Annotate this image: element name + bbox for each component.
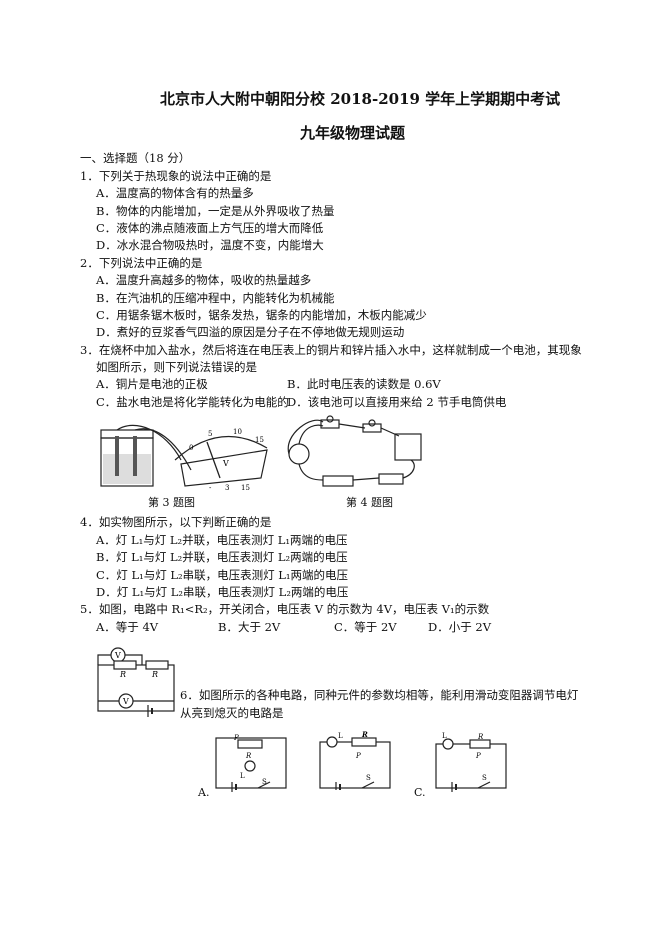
q6-circuit-b: L R P S (319, 730, 391, 790)
circuit-a-r-label: R (245, 752, 252, 760)
lamp-l1-base (320, 419, 340, 429)
circuit-c-switch-label: S (482, 774, 487, 782)
q5-r1-label: R (119, 670, 126, 679)
circuit-a-frame (215, 737, 287, 789)
copper-plate (115, 436, 119, 476)
figure-3-diagram: 0 5 10 15 V - 3 15 (100, 424, 268, 492)
lamp-l1-icon (326, 415, 334, 423)
circuit-a-slider-label: P (233, 734, 239, 742)
resistor-r1 (113, 660, 137, 670)
q6-label-c: C. (414, 786, 426, 799)
q1-option-b: B．物体的内能增加，一定是从外界吸收了热量 (96, 204, 335, 218)
q3-stem-line2: 如图所示，则下列说法错误的是 (96, 360, 257, 374)
terminal-minus: - (209, 484, 212, 492)
figure-3-caption: 第 3 题图 (148, 496, 195, 509)
meter-label-15: 15 (255, 436, 264, 444)
q5-r2-label: R (151, 670, 158, 679)
circuit-a-lamp-icon (244, 760, 256, 772)
q4-option-c: C．灯 L₁与灯 L₂串联，电压表测灯 L₁两端的电压 (96, 568, 349, 582)
q6-circuit-c: L R P S (435, 732, 507, 792)
salt-water (103, 454, 151, 484)
voltmeter-left-icon (288, 443, 310, 465)
figure-4-diagram (287, 415, 422, 487)
circuit-a-lamp-label: L (240, 772, 245, 780)
circuit-a-rheostat (237, 739, 263, 749)
circuit-c-r-label: R (477, 733, 484, 741)
meter-needle (206, 441, 221, 479)
q1-option-a: A．温度高的物体含有的热量多 (96, 186, 254, 200)
wire-2 (134, 428, 192, 471)
beaker-lid (100, 429, 154, 439)
figure-4-caption: 第 4 题图 (346, 496, 393, 509)
q5-option-d: D．小于 2V (428, 620, 491, 634)
circuit-c-lamp-label: L (442, 732, 447, 740)
q2-option-d: D．煮好的豆浆香气四溢的原因是分子在不停地做无规则运动 (96, 325, 405, 339)
q5-option-b: B．大于 2V (218, 620, 281, 634)
circuit-c-lamp-icon (442, 738, 454, 750)
q5-v1-label: V (114, 651, 121, 660)
q5-v-label: V (122, 697, 129, 706)
circuit-c-frame (435, 743, 507, 789)
meter-label-0: 0 (189, 444, 193, 452)
q4-option-a: A．灯 L₁与灯 L₂并联，电压表测灯 L₁两端的电压 (96, 533, 348, 547)
q4-stem: 4．如实物图所示，以下判断正确的是 (80, 515, 272, 529)
q1-stem: 1．下列关于热现象的说法中正确的是 (80, 169, 272, 183)
q5-option-a: A．等于 4V (96, 620, 159, 634)
q5-circuit-diagram: V R R V (97, 647, 175, 717)
q3-option-b: B．此时电压表的读数是 0.6V (287, 377, 441, 391)
q3-option-d: D．该电池可以直接用来给 2 节手电筒供电 (287, 395, 507, 409)
circuit-b-lamp-label: L (338, 732, 343, 740)
q1-option-c: C．液体的沸点随液面上方气压的增大而降低 (96, 221, 324, 235)
meter-label-10: 10 (233, 428, 242, 436)
circuit-c-slider-label: P (475, 752, 481, 760)
circuit-b-frame (319, 741, 391, 789)
circuit-a-switch-icon (257, 781, 271, 789)
battery-icon (322, 475, 354, 487)
q1-option-d: D．冰水混合物吸热时，温度不变，内能增大 (96, 238, 324, 252)
q6-circuit-a: P R L S (215, 734, 287, 792)
q3-stem-line1: 3．在烧杯中加入盐水，然后将连在电压表上的铜片和锌片插入水中，这样就制成一个电池… (80, 343, 582, 357)
zinc-plate (133, 436, 137, 476)
wires (287, 419, 415, 481)
circuit-b-switch-icon (361, 781, 375, 789)
section-heading: 一、选择题（18 分） (80, 151, 191, 165)
q6-stem-line1: 6．如图所示的各种电路，同种元件的参数均相等，能利用滑动变阻器调节电灯 (180, 688, 579, 702)
q5-stem: 5．如图，电路中 R₁<R₂，开关闭合，电压表 V 的示数为 4V，电压表 V₁… (80, 602, 490, 616)
terminal-3: 3 (225, 484, 229, 492)
circuit-a-switch-label: S (262, 778, 267, 786)
meter-body (180, 449, 268, 487)
document-title: 北京市人大附中朝阳分校 2018-2019 学年上学期期中考试 (160, 90, 561, 108)
q6-label-a: A. (198, 786, 210, 799)
q5-option-c: C．等于 2V (334, 620, 397, 634)
q2-stem: 2．下列说法中正确的是 (80, 256, 203, 270)
v1-wires (97, 654, 143, 665)
circuit-c-rheostat (469, 739, 491, 749)
meter-scale-arc (174, 435, 268, 461)
voltmeter-right-icon (394, 433, 422, 461)
circuit-b-switch-label: S (366, 774, 371, 782)
q3-option-c: C．盐水电池是将化学能转化为电能的 (96, 395, 289, 409)
q3-option-a: A．铜片是电池的正极 (96, 377, 208, 391)
q6-stem-line2: 从亮到熄灭的电路是 (180, 706, 284, 720)
meter-unit: V (222, 459, 229, 468)
q5-circuit-frame (97, 664, 175, 712)
circuit-b-r-label: R (361, 730, 368, 739)
circuit-b-slider-label: P (355, 752, 361, 760)
switch-icon (378, 473, 404, 485)
q4-option-d: D．灯 L₁与灯 L₂串联，电压表测灯 L₂两端的电压 (96, 585, 349, 599)
circuit-b-lamp-icon (326, 736, 338, 748)
circuit-c-switch-icon (477, 781, 491, 789)
q2-option-b: B．在汽油机的压缩冲程中，内能转化为机械能 (96, 291, 335, 305)
lamp-l2-base (362, 423, 382, 433)
document-subtitle: 九年级物理试题 (300, 124, 406, 142)
meter-label-5: 5 (208, 430, 212, 438)
circuit-b-rheostat (351, 737, 377, 747)
q2-option-a: A．温度升高越多的物体，吸收的热量越多 (96, 273, 312, 287)
lamp-l2-icon (368, 419, 376, 427)
q4-option-b: B．灯 L₁与灯 L₂并联，电压表测灯 L₂两端的电压 (96, 550, 348, 564)
q2-option-c: C．用锯条锯木板时，锯条发热，锯条的内能增加，木板内能减少 (96, 308, 427, 322)
resistor-r2 (145, 660, 169, 670)
terminal-15: 15 (241, 484, 250, 492)
